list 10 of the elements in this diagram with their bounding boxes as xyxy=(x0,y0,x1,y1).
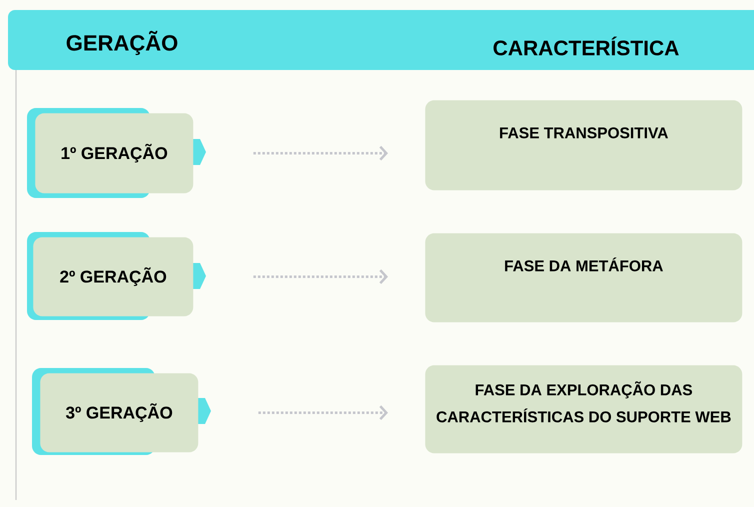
characteristic-box: FASE DA METÁFORA xyxy=(425,233,742,322)
characteristic-box: FASE TRANSPOSITIVA xyxy=(425,100,742,190)
generation-box: 2º GERAÇÃO xyxy=(27,232,206,320)
header-band: GERAÇÃO CARACTERÍSTICA xyxy=(8,10,754,70)
generation-box: 3º GERAÇÃO xyxy=(32,368,211,455)
generation-box: 1º GERAÇÃO xyxy=(27,108,206,198)
dotted-arrow xyxy=(258,405,388,420)
dotted-arrow xyxy=(253,269,388,284)
characteristic-box: FASE DA EXPLORAÇÃO DAS CARACTERÍSTICAS DO SUPORTE WEB xyxy=(425,365,742,454)
dotted-arrow xyxy=(253,146,388,161)
